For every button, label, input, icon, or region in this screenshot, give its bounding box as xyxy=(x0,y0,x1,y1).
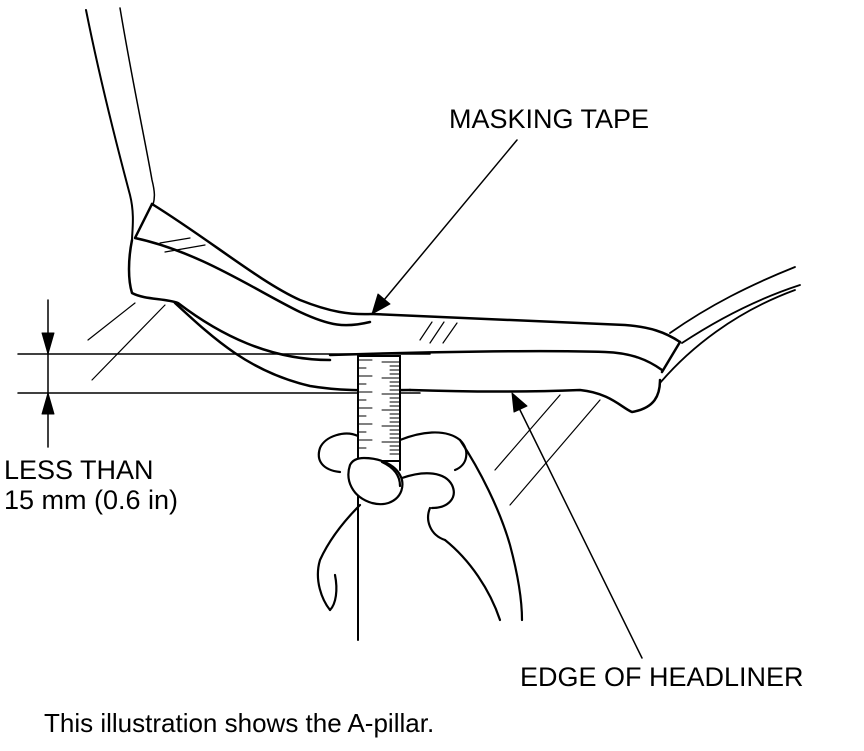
dimension-arrows xyxy=(41,332,55,415)
hand xyxy=(316,431,524,622)
dimension-label-line2: 15 mm (0.6 in) xyxy=(4,485,179,515)
a-pillar-edges xyxy=(85,7,156,241)
dimension-label: LESS THAN 15 mm (0.6 in) xyxy=(4,455,178,515)
edge-of-headliner-label: EDGE OF HEADLINER xyxy=(520,662,804,692)
measurement-lines xyxy=(17,299,431,448)
ruler xyxy=(357,355,401,641)
masking-tape-strip xyxy=(133,202,682,374)
windshield-edge xyxy=(659,266,801,384)
dimension-label-line1: LESS THAN xyxy=(4,455,154,485)
masking-tape-label: MASKING TAPE xyxy=(449,104,650,134)
leader-arrows xyxy=(371,139,643,659)
glass-reflection-lines xyxy=(87,302,601,506)
caption: This illustration shows the A-pillar. xyxy=(44,708,435,738)
